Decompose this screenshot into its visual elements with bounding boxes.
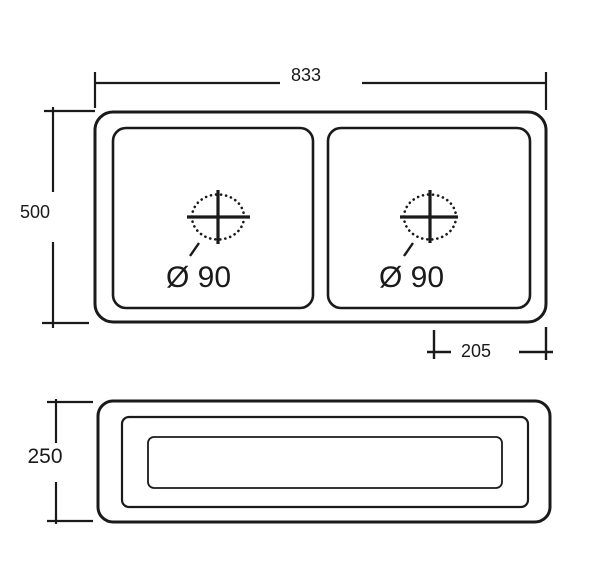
height-dimension: 250 xyxy=(27,399,93,524)
left-bowl-outline xyxy=(111,126,315,310)
right-bowl-outline xyxy=(326,126,532,310)
depth-dim-value: 500 xyxy=(20,202,50,222)
left-drain-diameter-label: Ø 90 xyxy=(166,261,231,294)
front-basin-outline xyxy=(147,436,503,489)
width-dimension: 833 xyxy=(93,65,548,110)
right-drain-symbol: Ø 90 xyxy=(379,190,458,294)
drain-offset-dimension: 205 xyxy=(427,327,553,361)
front-view: 250 xyxy=(27,399,552,524)
front-rim-outline xyxy=(120,415,530,509)
plan-view: Ø 90 Ø 90 833 xyxy=(20,65,553,361)
right-drain-diameter-label: Ø 90 xyxy=(379,261,444,294)
sink-outer-outline xyxy=(93,110,548,324)
left-drain-symbol: Ø 90 xyxy=(166,190,250,294)
front-outer-outline xyxy=(96,399,552,524)
width-dim-value: 833 xyxy=(291,65,321,85)
right-drain-leader-line xyxy=(403,242,414,257)
offset-dim-value: 205 xyxy=(461,341,491,361)
height-dim-value: 250 xyxy=(27,445,62,468)
left-drain-leader-line xyxy=(189,242,200,257)
depth-dimension: 500 xyxy=(20,107,95,328)
